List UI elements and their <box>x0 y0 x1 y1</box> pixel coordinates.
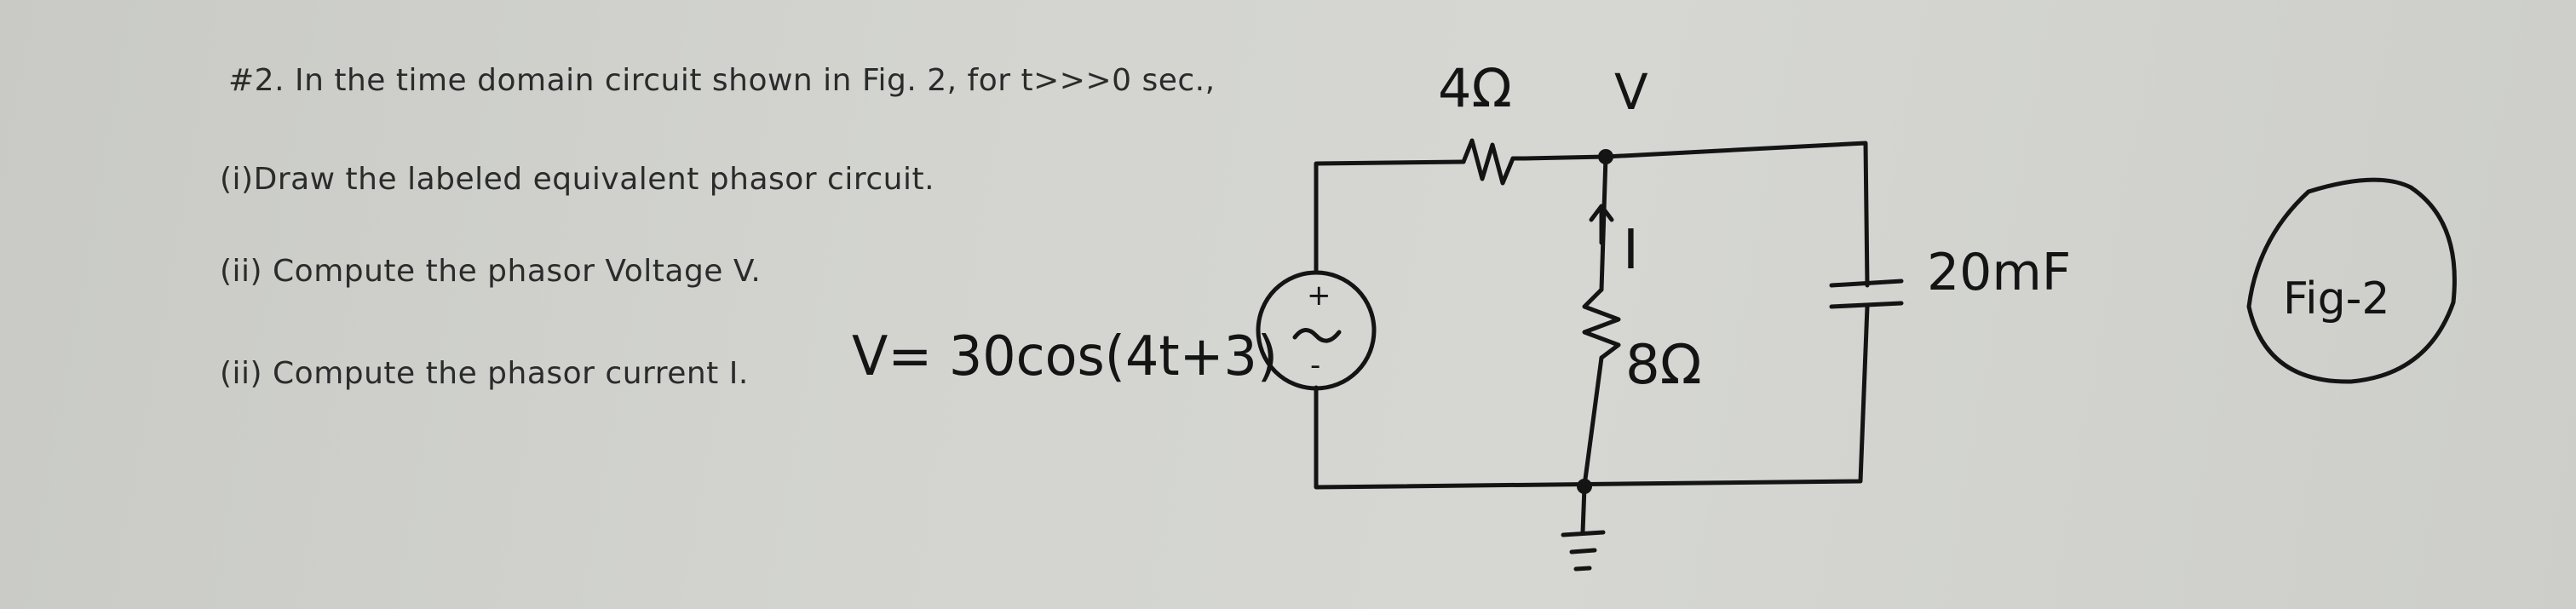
node-v-label: V <box>1614 63 1648 121</box>
source-expression: V= 30cos(4t+3) <box>852 325 1278 388</box>
figure-label-circle <box>2246 177 2457 384</box>
source-plus-sign: + <box>1307 279 1331 313</box>
resistor-8ohm-label: 8Ω <box>1625 334 1702 397</box>
source-tilde <box>1292 328 1342 343</box>
resistor-4ohm-symbol <box>1461 138 1527 186</box>
voltage-source-circle <box>1256 270 1377 391</box>
node-dot-bottom <box>1577 479 1592 494</box>
source-minus-sign: - <box>1310 348 1320 382</box>
capacitor-symbol <box>1829 279 1904 309</box>
question-title: #2. In the time domain circuit shown in … <box>228 63 1216 98</box>
resistor-4ohm-label: 4Ω <box>1438 57 1512 119</box>
question-part-3: (ii) Compute the phasor current I. <box>220 356 749 391</box>
wire-top <box>1522 141 1870 288</box>
wire-middle-lower <box>1582 355 1604 488</box>
capacitor-label: 20mF <box>1927 243 2071 302</box>
node-dot-top <box>1598 149 1613 164</box>
current-arrow <box>1589 204 1614 245</box>
wire-left-top <box>1314 159 1466 275</box>
figure-label: Fig-2 <box>2283 273 2389 325</box>
current-i-label: I <box>1623 219 1639 282</box>
ground-symbol <box>1561 485 1606 572</box>
question-part-1: (i)Draw the labeled equivalent phasor ci… <box>220 162 935 197</box>
resistor-8ohm-symbol <box>1582 287 1621 360</box>
question-part-2: (ii) Compute the phasor Voltage V. <box>220 254 762 289</box>
